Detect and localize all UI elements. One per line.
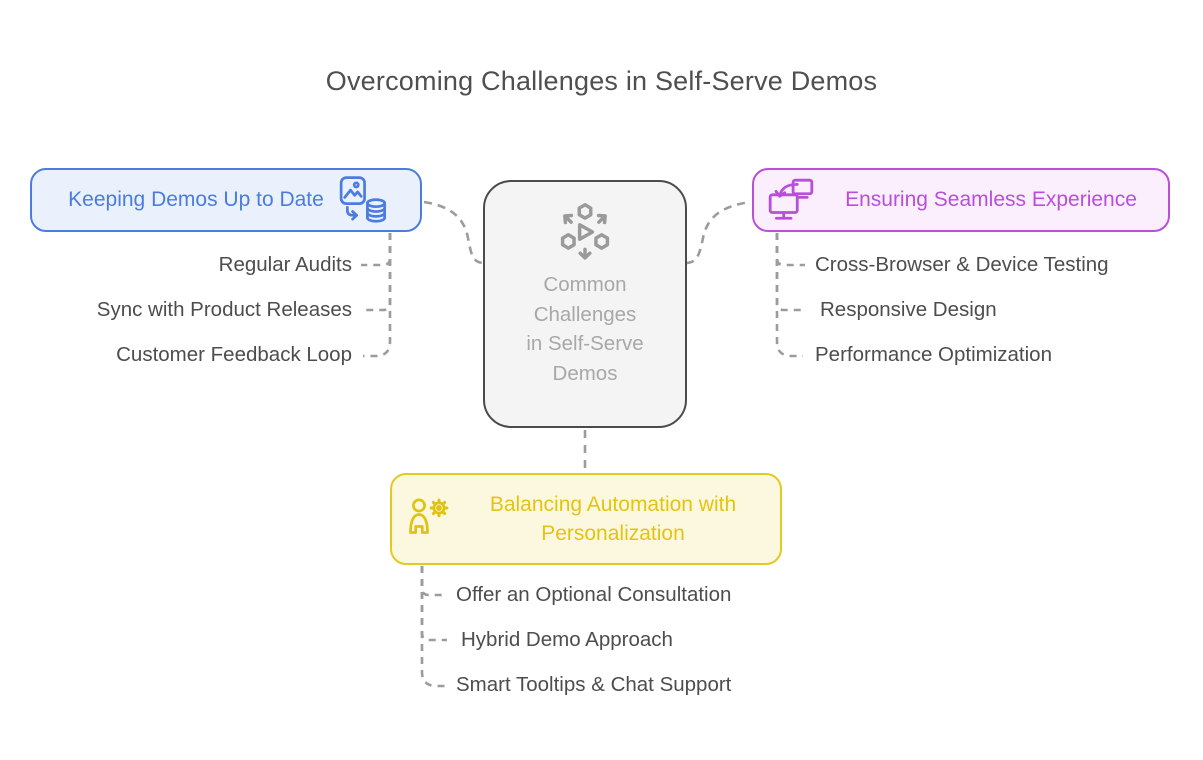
device-sync-icon (766, 173, 816, 227)
leaf-item-smart-tooltips-chat-support: Smart Tooltips & Chat Support (456, 673, 732, 696)
branch-node-label: Ensuring Seamless Experience (845, 188, 1137, 211)
connector-right-item-2 (775, 233, 805, 312)
connector-bottom-item-2 (420, 566, 447, 642)
connector-left-item-2 (361, 233, 392, 312)
leaf-item-offer-optional-consultation: Offer an Optional Consultation (456, 583, 732, 606)
distribute-icon (553, 200, 617, 264)
branch-node-keeping-demos-up-to-date: Keeping Demos Up to Date (30, 168, 422, 232)
central-label-line: Demos (552, 361, 618, 385)
connector-left-item-3 (363, 233, 392, 358)
leaf-item-sync-with-product-releases: Sync with Product Releases (96, 298, 352, 321)
branch-node-balancing-automation: Balancing Automation with Personalizatio… (390, 473, 782, 565)
branch-node-label: Keeping Demos Up to Date (68, 188, 324, 211)
central-label-line: Challenges (533, 302, 637, 326)
central-node: Common Challenges in Self-Serve Demos (483, 180, 687, 428)
leaf-item-hybrid-demo-approach: Hybrid Demo Approach (461, 628, 673, 651)
branch-node-ensuring-seamless-experience: Ensuring Seamless Experience (752, 168, 1170, 232)
connector-bottom-item-1 (420, 566, 447, 597)
connector-left-item-1 (361, 233, 392, 267)
person-gear-icon (406, 494, 454, 544)
connector-center-to-right-node (685, 200, 751, 265)
central-label-line: Common (543, 273, 627, 296)
connector-right-item-3 (775, 233, 803, 358)
leaf-item-performance-optimization: Performance Optimization (815, 343, 1052, 366)
connector-bottom-item-3 (420, 566, 448, 688)
central-label-line: in Self-Serve (526, 332, 644, 355)
leaf-item-responsive-design: Responsive Design (820, 298, 997, 321)
central-node-label: Common Challenges in Self-Serve Demos (526, 270, 643, 388)
page-title: Overcoming Challenges in Self-Serve Demo… (325, 66, 878, 96)
branch-node-label: Balancing Automation with Personalizatio… (489, 493, 737, 545)
connector-right-item-1 (775, 233, 805, 267)
connector-center-to-left-node (423, 200, 485, 265)
image-to-database-sync-icon (336, 175, 390, 225)
leaf-item-regular-audits: Regular Audits (218, 253, 352, 276)
leaf-item-customer-feedback-loop: Customer Feedback Loop (116, 343, 352, 366)
leaf-item-cross-browser-device-testing: Cross-Browser & Device Testing (815, 253, 1109, 276)
